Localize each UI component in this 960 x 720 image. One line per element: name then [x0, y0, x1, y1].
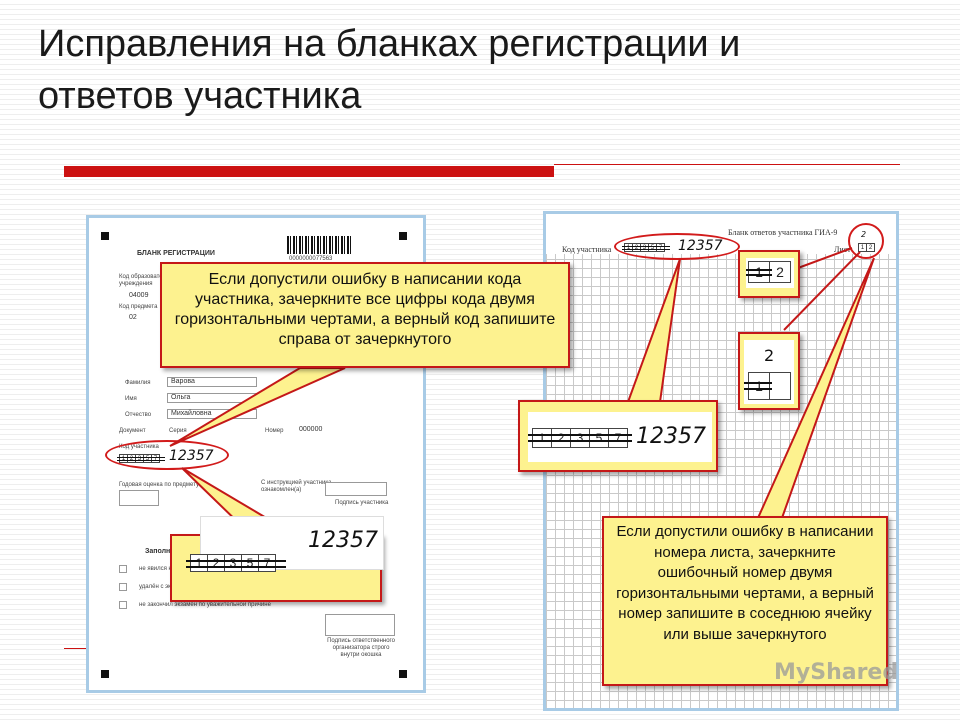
responsible-signature-label: Подпись ответственного организатора стро… [327, 638, 395, 658]
callout-code-error: Если допустили ошибку в написании кода у… [160, 262, 570, 368]
edu-code-value: 04009 [129, 292, 149, 299]
code-cell: 7 [258, 554, 276, 572]
barcode-digits: 0000000077563 [289, 256, 333, 262]
fill-section-label: Заполн [145, 548, 171, 555]
zoom-right-code-cells: 1 2 3 5 7 [532, 428, 628, 448]
code-cell: 1 [190, 554, 208, 572]
surname-value: Варова [171, 378, 195, 385]
series-label: Серия [169, 428, 187, 434]
code-cell: 5 [241, 554, 259, 572]
strike-line [528, 434, 632, 436]
number-value: 000000 [299, 426, 323, 433]
checkbox [119, 565, 127, 573]
subject-code-label: Код предмета [119, 304, 158, 310]
strike-line [186, 560, 286, 562]
highlight-ellipse-right-code [614, 233, 740, 260]
code-cell: 5 [589, 428, 609, 448]
name-value: Ольга [171, 394, 191, 401]
checkbox-label: не явился на экзамен [139, 566, 199, 572]
signature-field [325, 482, 387, 496]
checkbox-label: не закончил экзамен по уважительной прич… [139, 602, 271, 608]
answer-participant-code-label: Код участника [562, 245, 612, 254]
checkbox [119, 601, 127, 609]
code-cell: 3 [224, 554, 242, 572]
callout-sheet-error: Если допустили ошибку в написании номера… [602, 516, 888, 686]
strike-line [746, 274, 772, 276]
slide-title: Исправления на бланках регистрации и отв… [38, 18, 898, 122]
edu-code-label: Код образовательного учреждения [119, 274, 182, 287]
title-underline-bar [64, 166, 554, 177]
code-cell: 1 [532, 428, 552, 448]
annual-grade-field [119, 490, 159, 506]
answer-form-heading: Бланк ответов участника ГИА-9 [728, 228, 838, 237]
sheet-cell: 2 [769, 261, 791, 283]
strike-line [186, 566, 286, 568]
checkbox [119, 583, 127, 591]
sheet-cell: 1 [748, 261, 770, 283]
zoom-left-corrected-code: 12357 [308, 528, 378, 553]
zoom-sheet-adjacent-cells: 1 2 [748, 261, 791, 283]
checkbox-label: удалён с экзамена [139, 584, 192, 590]
watermark-logo: MyShared [774, 660, 899, 685]
signature-label: Подпись участника [335, 500, 389, 506]
strike-line [744, 388, 772, 390]
corner-marker [399, 670, 407, 678]
patronymic-label: Отчество [125, 412, 152, 418]
subject-code-value: 02 [129, 314, 137, 321]
sheet-cell: 1 [748, 372, 770, 400]
zoom-right-corrected-code: 12357 [636, 424, 706, 449]
bottom-divider-line [64, 648, 88, 649]
corner-marker [399, 232, 407, 240]
code-cell: 2 [551, 428, 571, 448]
strike-line [528, 440, 632, 442]
name-label: Имя [125, 396, 137, 402]
sheet-cell [769, 372, 791, 400]
zoom-sheet-above-new: 2 [764, 346, 775, 365]
document-label: Документ [119, 428, 146, 434]
code-cell: 7 [608, 428, 628, 448]
callout-sheet-error-text: Если допустили ошибку в написании номера… [616, 523, 874, 643]
zoom-sheet-above-cells: 1 [748, 372, 791, 400]
highlight-ellipse-sheet-number [848, 223, 884, 259]
surname-label: Фамилия [125, 380, 151, 386]
title-line-2: ответов участника [38, 75, 362, 117]
responsible-signature-field [325, 614, 395, 636]
form-heading: БЛАНК РЕГИСТРАЦИИ [137, 250, 215, 257]
annual-grade-label: Годовая оценка по предмету [119, 482, 200, 488]
patronymic-value: Михайловна [171, 410, 212, 417]
callout-code-error-text: Если допустили ошибку в написании кода у… [174, 271, 556, 348]
corner-marker [101, 232, 109, 240]
number-label: Номер [265, 428, 284, 434]
code-cell: 2 [207, 554, 225, 572]
highlight-ellipse-left-code [105, 440, 229, 470]
strike-line [744, 382, 772, 384]
barcode [287, 236, 351, 254]
zoom-left-code-cells: 1 2 3 5 7 [190, 554, 276, 572]
title-line-1: Исправления на бланках регистрации и [38, 23, 741, 65]
code-cell: 3 [570, 428, 590, 448]
title-underline-line [554, 164, 900, 165]
corner-marker [101, 670, 109, 678]
strike-line [746, 269, 772, 271]
